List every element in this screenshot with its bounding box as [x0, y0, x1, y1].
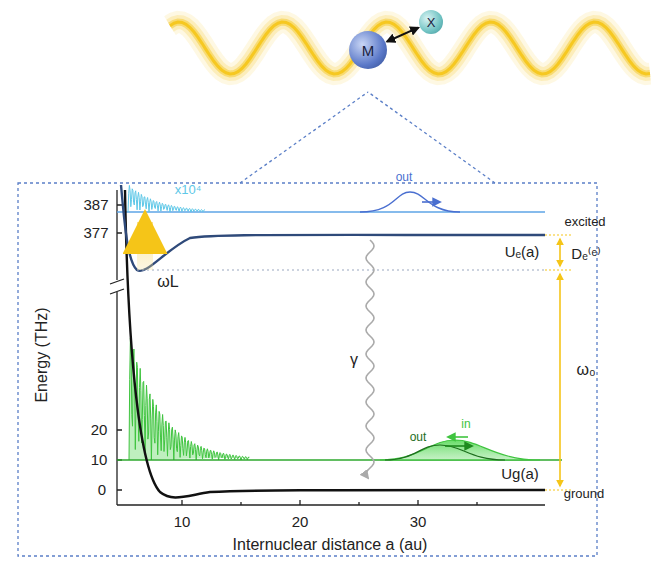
tick-label: 10: [91, 452, 108, 469]
curve-label: Uₑ(a): [505, 244, 540, 261]
energy-label: Dₑ⁽ᵉ⁾: [571, 246, 600, 263]
decay-label: γ: [350, 351, 358, 369]
tick-label: 377: [83, 225, 108, 242]
atom-label: M: [362, 42, 375, 59]
state-label: excited: [564, 215, 605, 229]
atom-circle: M: [349, 31, 387, 69]
tick-label: 20: [91, 422, 108, 439]
tick-label: 30: [410, 514, 427, 531]
tick-label: 387: [83, 197, 108, 214]
tick-label: 20: [292, 514, 309, 531]
light-wave: [170, 22, 650, 74]
light-wave: [170, 22, 650, 74]
curve-label: Ug(a): [501, 466, 539, 483]
axis-title: Energy (THz): [33, 307, 51, 402]
force-arrow: [387, 28, 418, 42]
axis-title: Internuclear distance a (au): [233, 536, 428, 554]
wavepacket-label: out: [410, 431, 427, 444]
energy-label: ω₀: [576, 361, 595, 379]
light-wave: [170, 22, 650, 74]
light-wave: [170, 22, 650, 74]
tick-label: 10: [174, 514, 191, 531]
state-label: ground: [564, 487, 604, 501]
wavepacket-label: in: [461, 418, 470, 431]
atom-circle: X: [419, 10, 443, 34]
tick-label: 0: [98, 482, 106, 499]
atom-label: X: [427, 15, 436, 30]
laser-label: ωL: [157, 273, 178, 291]
scale-note: x10⁴: [175, 183, 202, 197]
wavepacket-label: out: [396, 171, 413, 184]
